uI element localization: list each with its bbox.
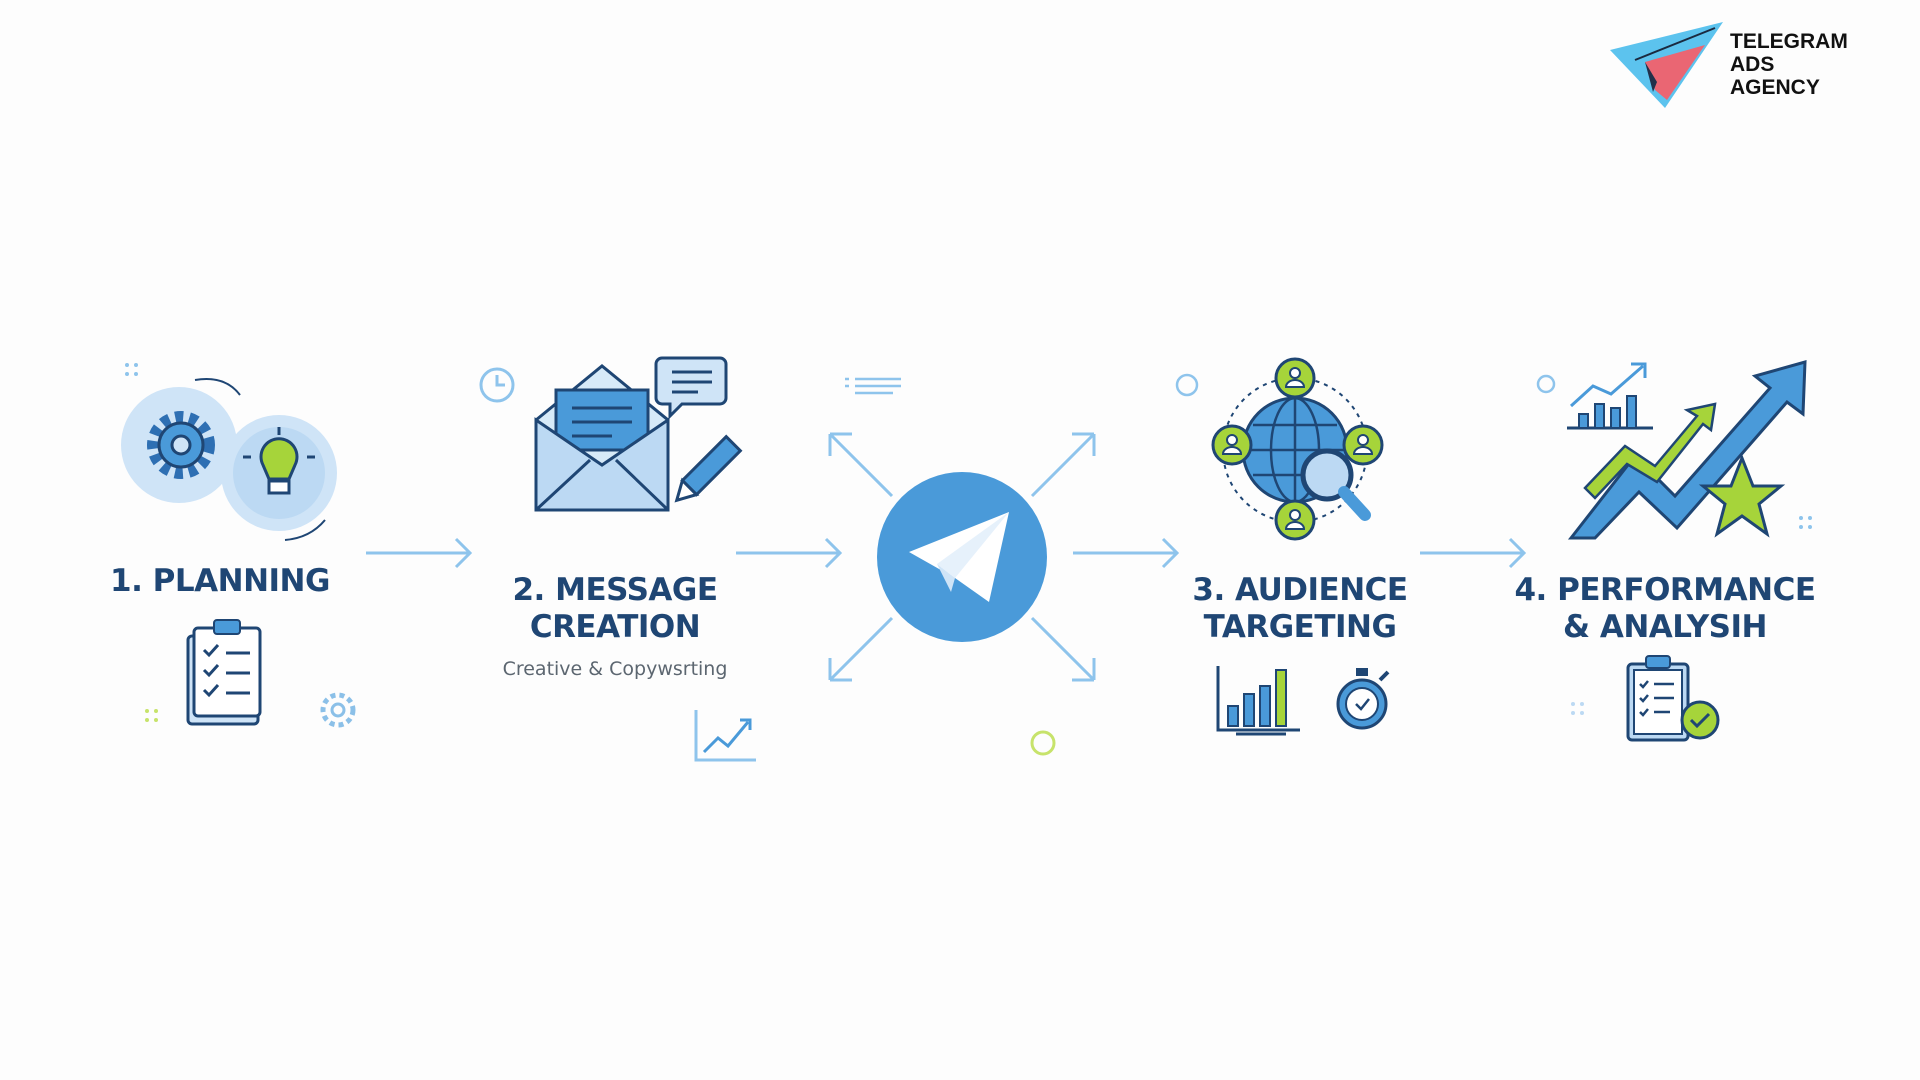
dots-decoration-3: [1799, 516, 1812, 529]
dots-decoration: [125, 363, 138, 376]
step-2-title: 2. MESSAGE CREATION: [470, 572, 760, 646]
telegram-icon[interactable]: [877, 472, 1047, 642]
ring-decoration-2: [1536, 374, 1556, 394]
star-icon: [1698, 453, 1786, 538]
step-4-title-line-1: 4. PERFORMANCE: [1514, 572, 1816, 608]
step-4-title: 4. PERFORMANCE & ANALYSIH: [1500, 572, 1830, 646]
gear-icon: [147, 411, 215, 479]
globe-audience-search-icon: [1211, 357, 1384, 541]
text-lines-decoration: [845, 377, 901, 395]
small-gear-icon: [320, 692, 356, 728]
flow-arrow-4: [1420, 537, 1527, 569]
green-ring-decoration: [1030, 730, 1056, 756]
report-clipboard-check-icon: [1626, 655, 1720, 742]
logo-text: TELEGRAM ADS AGENCY: [1730, 30, 1848, 99]
step-4-title-line-2: & ANALYSIH: [1563, 609, 1767, 645]
magnifier-icon: [1300, 448, 1371, 521]
logo-line-3: AGENCY: [1730, 76, 1820, 99]
telegram-plane-logo-icon: [1610, 22, 1723, 108]
flow-arrow-3: [1073, 537, 1180, 569]
expand-arrows: [828, 432, 1096, 682]
stopwatch-icon: [1336, 668, 1390, 730]
step-3-title: 3. AUDIENCE TARGETING: [1160, 572, 1440, 646]
envelope-pencil-icon: [534, 356, 743, 512]
step-3-title-line-2: TARGETING: [1203, 609, 1397, 645]
growth-chart-star-icon: [1567, 360, 1807, 540]
flow-arrow-2: [736, 537, 843, 569]
planning-gear-bulb-icon: [121, 378, 337, 541]
flow-arrow-1: [366, 537, 473, 569]
step-2-subtitle: Creative & Copywsrting: [502, 658, 728, 680]
logo-line-1: TELEGRAM: [1730, 30, 1848, 53]
clock-icon: [479, 367, 515, 403]
pencil-icon: [674, 434, 743, 503]
step-3-title-line-1: 3. AUDIENCE: [1192, 572, 1408, 608]
bar-chart-icon: [1216, 666, 1300, 736]
trend-chart-icon: [694, 710, 756, 762]
mini-bar-chart-icon: [1567, 362, 1653, 430]
checklist-clipboard-icon: [186, 619, 262, 726]
step-1-title: 1. PLANNING: [110, 563, 330, 599]
dots-decoration-4: [1571, 702, 1584, 715]
step-2-title-line-1: 2. MESSAGE: [512, 572, 718, 608]
step-2-title-line-2: CREATION: [529, 609, 701, 645]
ring-decoration: [1175, 373, 1199, 397]
dots-decoration-2: [145, 709, 158, 722]
lightbulb-icon: [243, 427, 315, 495]
logo-line-2: ADS: [1730, 53, 1775, 76]
chat-bubble-icon: [654, 356, 728, 420]
